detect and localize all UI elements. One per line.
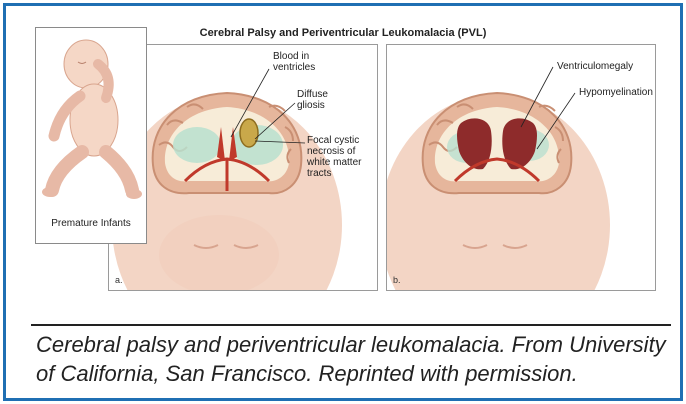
- panel-b-letter: b.: [393, 275, 401, 285]
- panel-a-letter: a.: [115, 275, 123, 285]
- callout-hypomyelination: Hypomyelination: [579, 87, 653, 98]
- infant-label: Premature Infants: [36, 218, 146, 229]
- brain-section: [153, 93, 302, 193]
- panel-b-illustration: [387, 45, 655, 290]
- callout-ventriculomegaly: Ventriculomegaly: [557, 61, 633, 72]
- panel-b: Ventriculomegaly Hypomyelination b.: [386, 44, 656, 291]
- figure-caption: Cerebral palsy and periventricular leuko…: [36, 330, 666, 388]
- premature-infant-illustration: [36, 28, 146, 213]
- callout-diffuse-gliosis: Diffuse gliosis: [297, 89, 328, 111]
- callout-focal-cystic-necrosis: Focal cystic necrosis of white matter tr…: [307, 135, 361, 179]
- panel-a: Blood in ventricles Diffuse gliosis Foca…: [108, 44, 378, 291]
- caption-divider: [31, 324, 671, 326]
- figure-frame: Cerebral Palsy and Periventricular Leuko…: [3, 3, 683, 401]
- premature-infant-inset: Premature Infants: [35, 27, 147, 244]
- callout-blood-in-ventricles: Blood in ventricles: [273, 51, 315, 73]
